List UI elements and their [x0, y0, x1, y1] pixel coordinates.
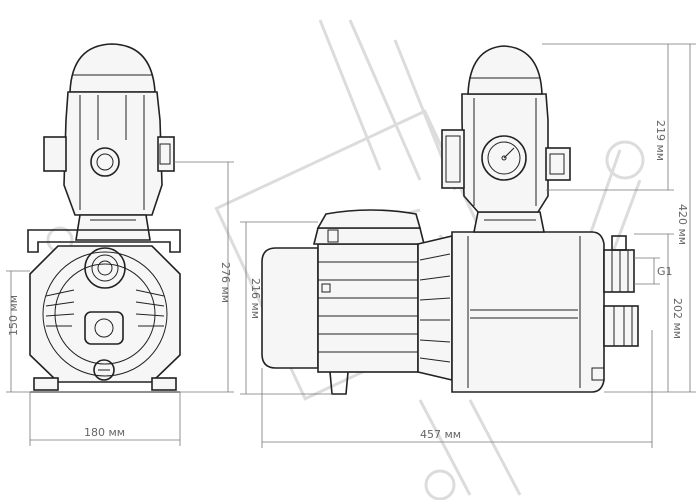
dimension-lines: [6, 43, 696, 448]
pump-side-view: [261, 45, 639, 395]
dim-inlet-thread: G1: [657, 265, 673, 278]
dim-height-lower-front: 150 мм: [7, 295, 20, 336]
dim-height-axis: 276 мм: [219, 262, 232, 303]
dim-height-motor: 216 мм: [249, 278, 262, 319]
dim-width-front: 180 мм: [84, 426, 125, 439]
pump-front-view: [27, 43, 181, 393]
dim-height-control: 219 мм: [654, 120, 667, 161]
dim-height-total: 420 мм: [676, 204, 689, 245]
dim-length-total: 457 мм: [420, 428, 461, 441]
dim-height-side: 202 мм: [671, 298, 684, 339]
